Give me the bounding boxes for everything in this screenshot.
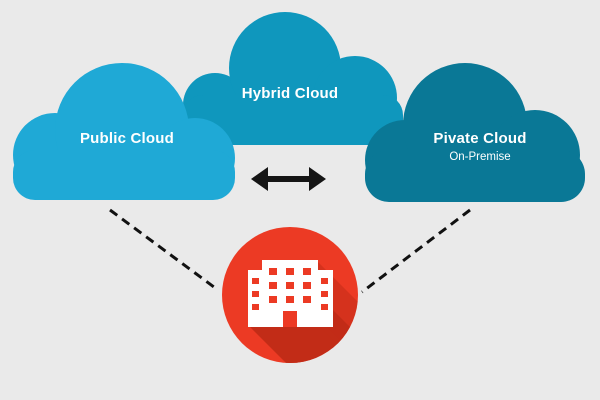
dashed-connector-right [361,208,471,294]
hybrid-cloud-shape [183,12,403,145]
office-building-icon [222,227,358,363]
public-cloud-label: Public Cloud [52,130,202,147]
dashed-connector-left [109,208,219,292]
public-cloud-shape [13,63,235,200]
building-door [283,311,297,327]
building-windows [252,268,328,327]
hybrid-cloud-title: Hybrid Cloud [241,85,339,102]
hybrid-cloud-label: Hybrid Cloud [205,85,375,102]
private-cloud-subtitle: On-Premise [449,151,511,163]
double-headed-arrow-icon [251,167,326,191]
public-cloud-title: Public Cloud [79,130,175,147]
private-cloud-shape [365,63,585,202]
private-cloud-title: Pivate Cloud [433,130,527,147]
private-cloud-label: Pivate Cloud On-Premise [400,130,560,163]
